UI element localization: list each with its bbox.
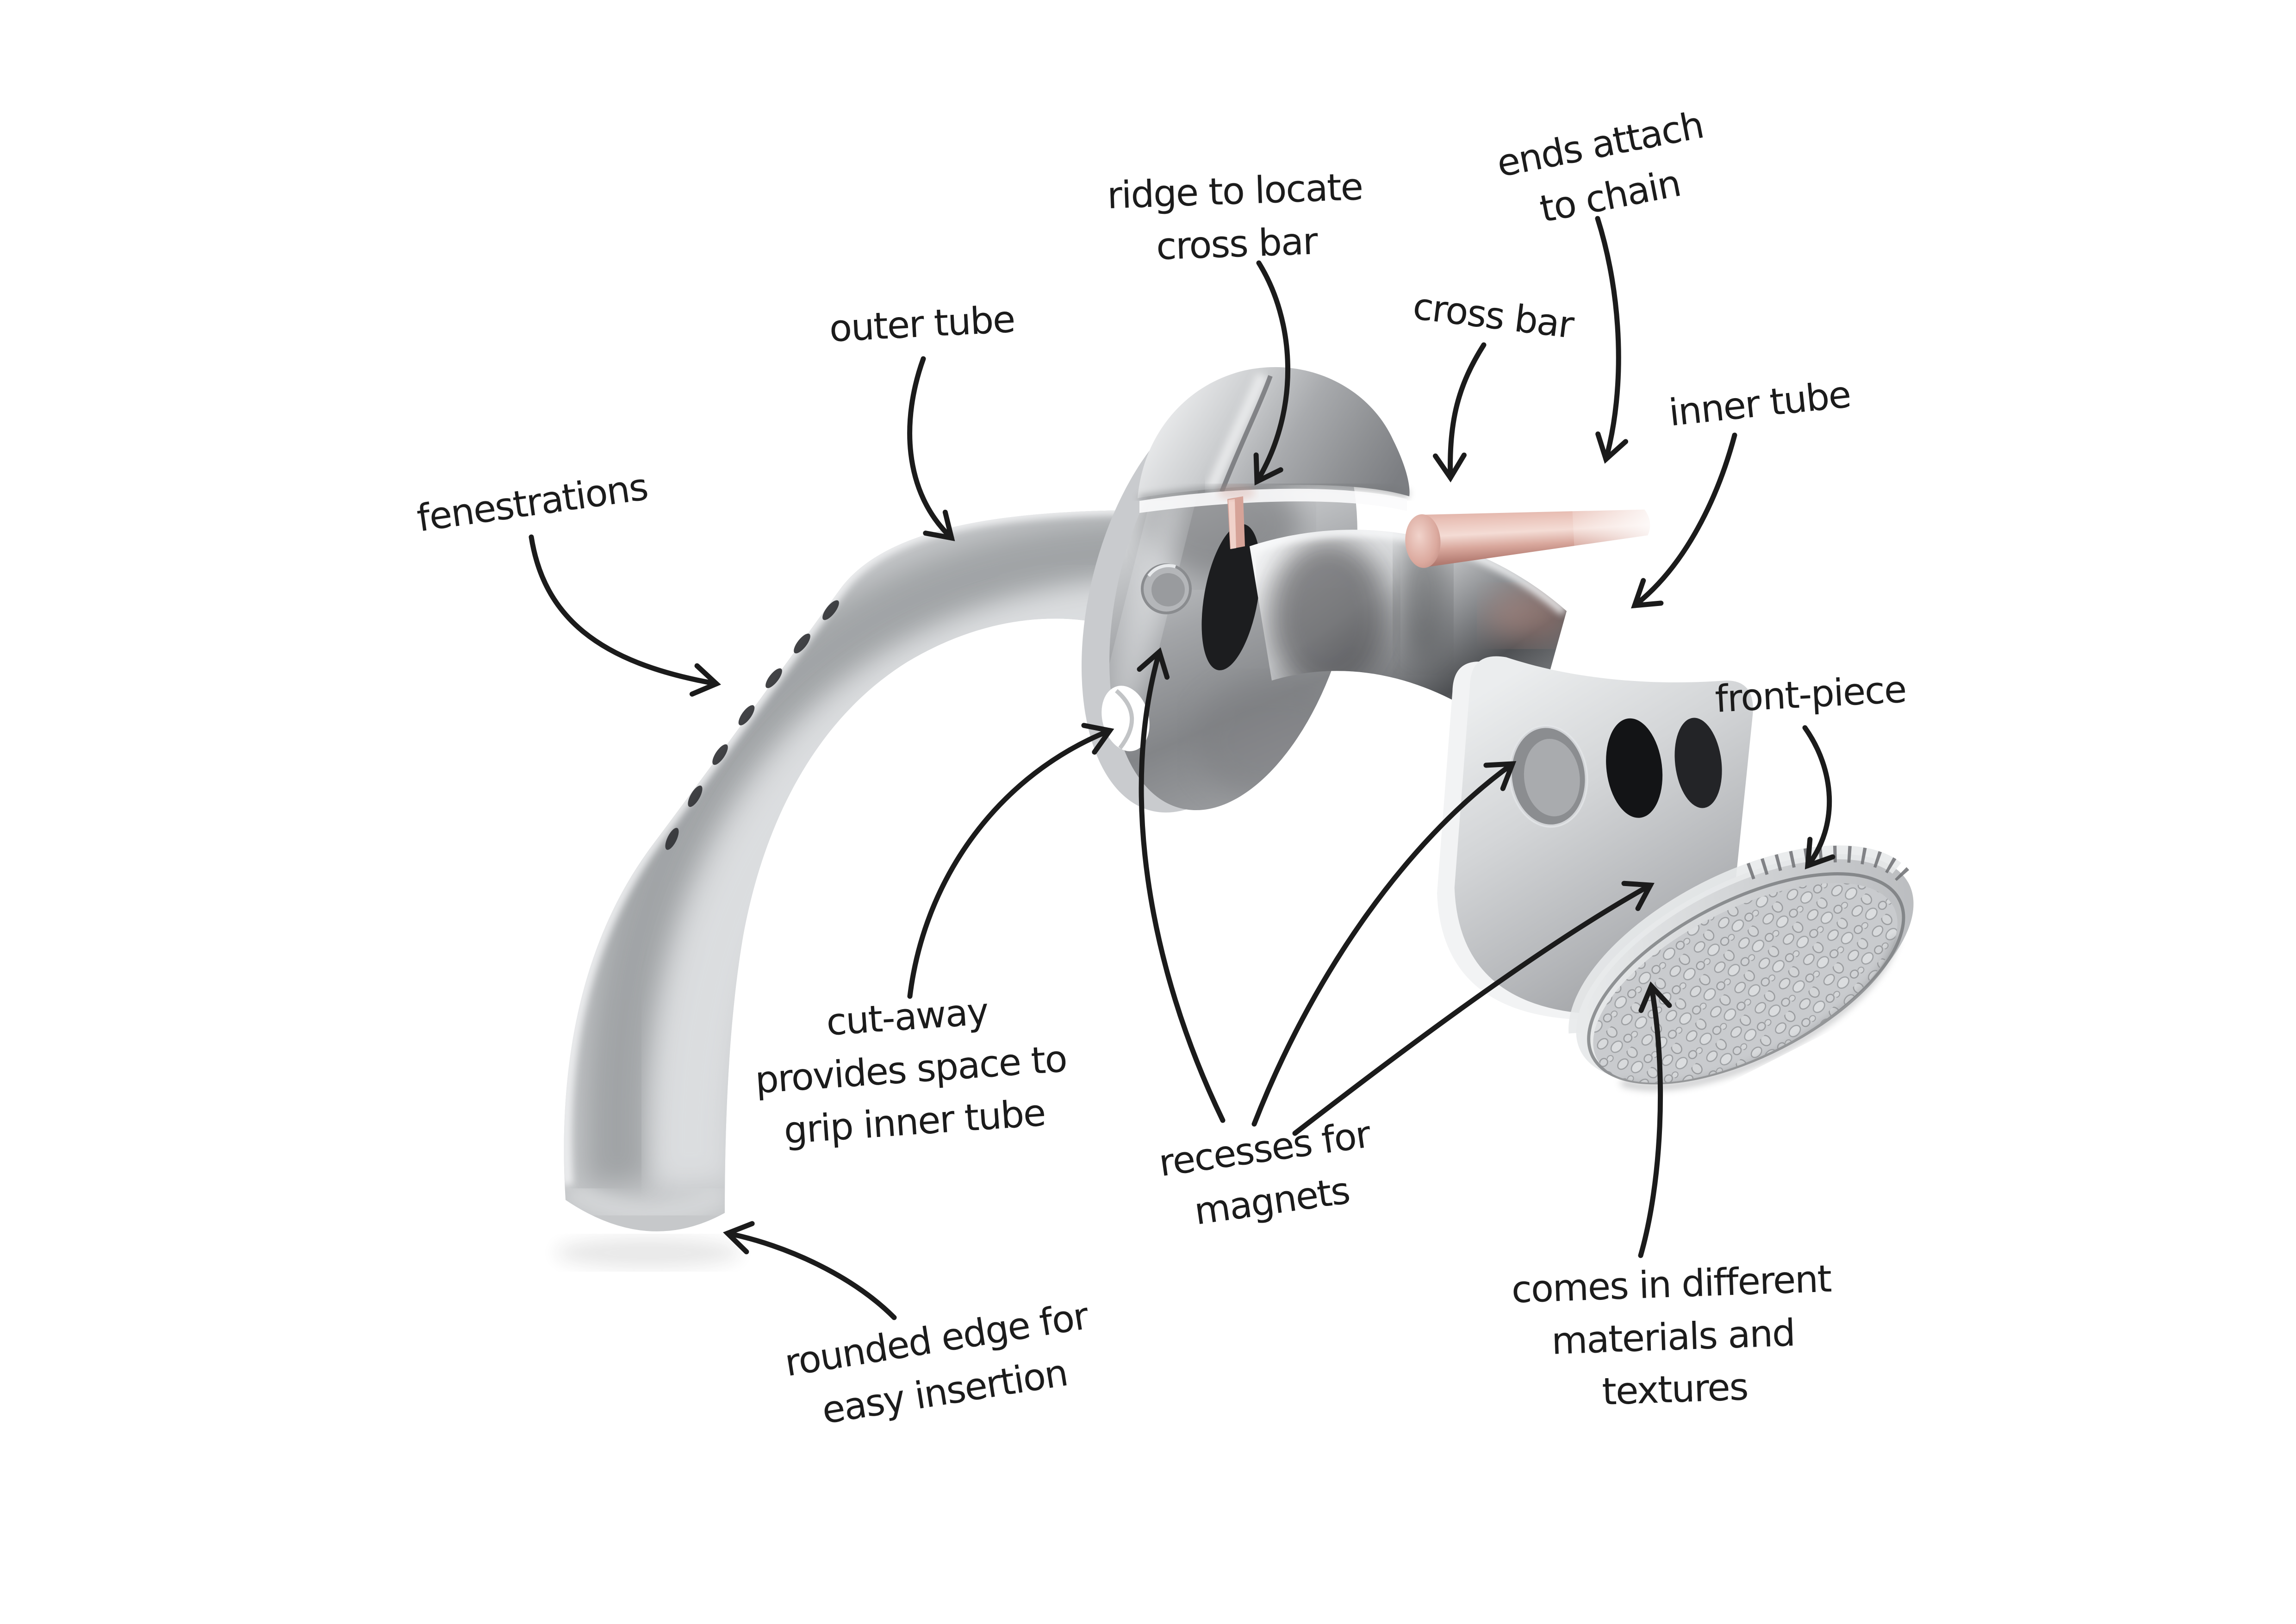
- cross-bar-ridge: [1218, 485, 1255, 549]
- ridge-arrow: [1253, 260, 1291, 486]
- plate-magnet-recess: [1508, 725, 1588, 828]
- label-materials-textures: comes in different materials and texture…: [1511, 1257, 1832, 1414]
- cut-away-arrow: [907, 723, 1114, 999]
- flange-magnet-recess: [1141, 563, 1192, 614]
- rounded-edge-arrow: [723, 1221, 897, 1320]
- annotation-arrows: [529, 216, 1836, 1320]
- outer-tube-arrow: [907, 356, 955, 541]
- inner-tube-arrow: [1631, 432, 1737, 609]
- recess-arrow-middle: [1251, 761, 1517, 1127]
- fenestrations-arrow: [529, 534, 721, 697]
- cross-bar-end-cap: [1405, 514, 1441, 568]
- dome-body: [1138, 367, 1410, 498]
- flange-lumen-hole: [1201, 524, 1261, 670]
- label-front-piece: front-piece: [1714, 668, 1907, 721]
- materials-arrow: [1638, 981, 1672, 1258]
- recess-arrow-left: [1137, 647, 1226, 1123]
- recess-arrow-right: [1292, 881, 1655, 1136]
- disc-edge-hatching: [1746, 845, 1911, 883]
- label-cut-away: cut-away provides space to grip inner tu…: [753, 989, 1068, 1153]
- front-piece-arrow: [1802, 725, 1836, 870]
- plate-side-hole: [1674, 718, 1722, 808]
- front-piece-disc-graphic: [1568, 845, 1914, 1090]
- fenestration-holes: [665, 600, 839, 850]
- plate-center-hole: [1606, 718, 1663, 818]
- dome-cap-graphic: [1138, 367, 1410, 549]
- inner-tube-graphic: [1250, 530, 1567, 752]
- gap-sliver: [1139, 488, 1407, 513]
- ends-attach-arrow: [1595, 216, 1629, 464]
- cross-bar-arrow: [1432, 342, 1487, 483]
- label-ridge-cross-bar: ridge to locate cross bar: [1106, 165, 1363, 269]
- cross-bar-graphic: [1405, 495, 1668, 568]
- tube-floor-shadow: [555, 1237, 740, 1268]
- label-outer-tube: outer tube: [828, 297, 1016, 350]
